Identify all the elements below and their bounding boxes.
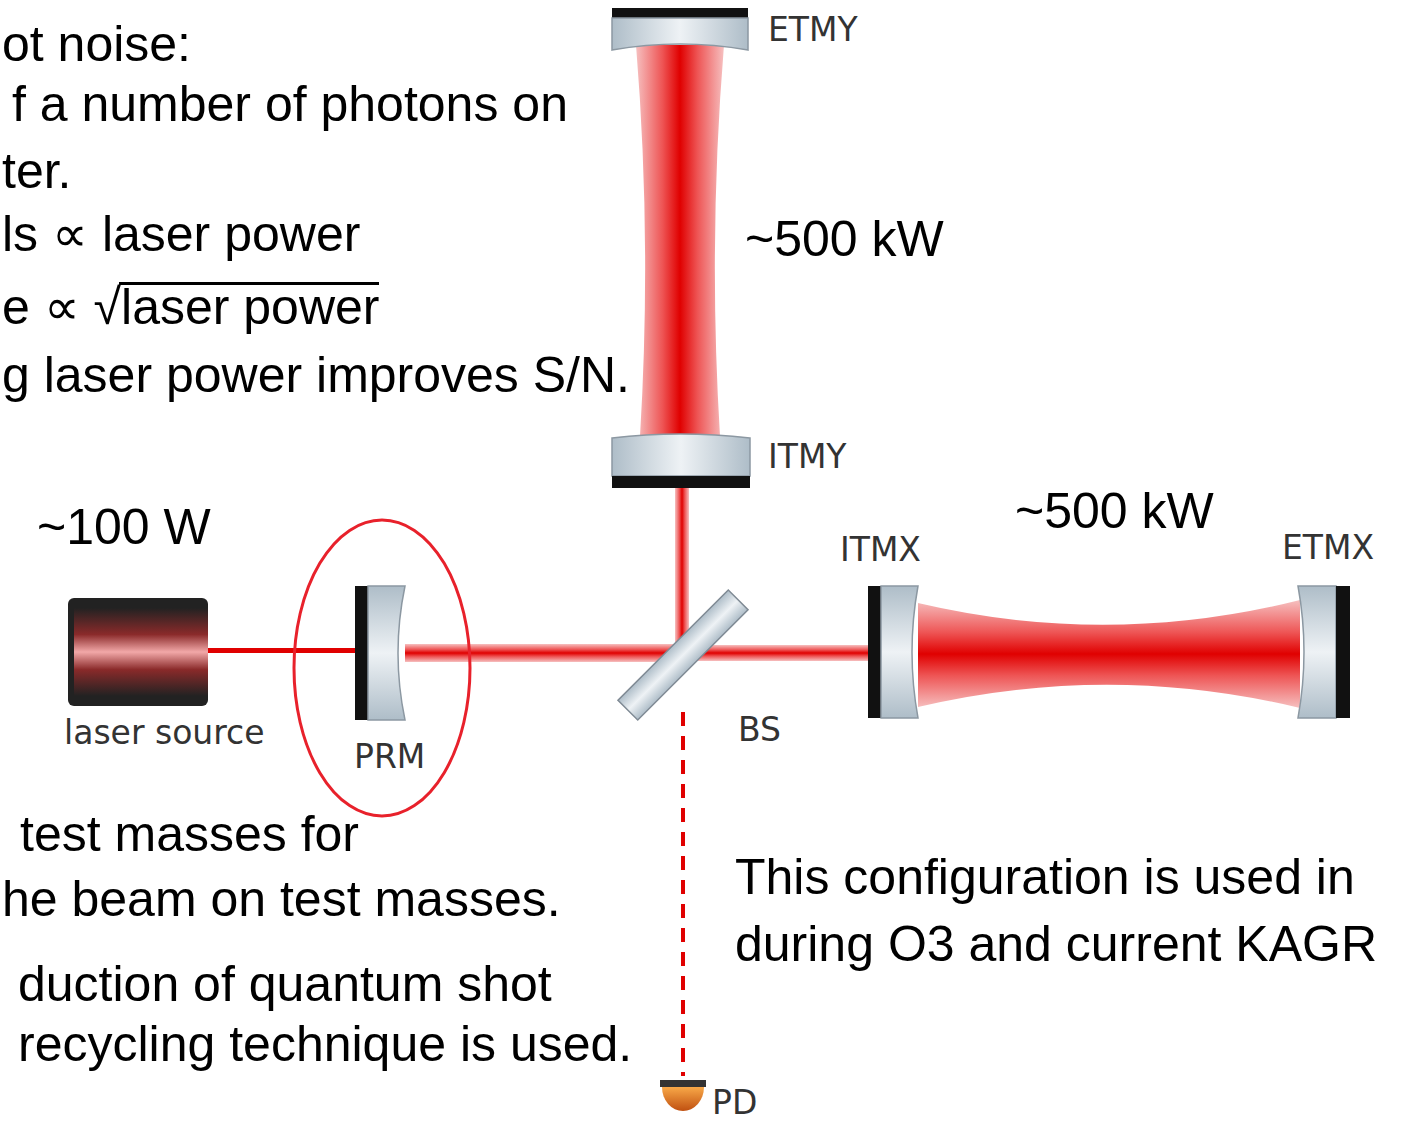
beam	[405, 644, 683, 662]
mirror-coating	[868, 586, 881, 718]
sqrt-vinculum	[119, 282, 379, 285]
beam-splitter	[618, 590, 748, 720]
highlight-ellipse	[294, 520, 470, 816]
mirror-label: ITMX	[840, 531, 921, 569]
slide-text: This configuration is used in	[735, 849, 1355, 907]
mirror	[368, 586, 405, 720]
laser-core	[74, 608, 208, 696]
mirror-label: ITMY	[768, 438, 847, 476]
slide-text: recycling technique is used.	[18, 1016, 632, 1074]
slide-text: he beam on test masses.	[2, 871, 561, 929]
slide-text: ter.	[2, 143, 71, 201]
slide-text: e ∝ √laser power	[2, 279, 379, 337]
slide-text: ot noise:	[2, 16, 191, 74]
power-label: ~500 kW	[745, 211, 944, 269]
mirror-coating	[612, 8, 748, 18]
mirror-coating	[1336, 586, 1350, 718]
mirror-label: ETMY	[768, 11, 858, 49]
power-label: ~500 kW	[1015, 483, 1214, 541]
beam	[675, 488, 689, 655]
power-label: ~100 W	[37, 499, 211, 557]
slide-text: f a number of photons on	[12, 76, 568, 134]
slide-text: during O3 and current KAGR	[735, 916, 1377, 974]
component-label: laser source	[64, 714, 265, 752]
arm-beam	[636, 45, 724, 436]
slide-text: test masses for	[20, 806, 359, 864]
mirror	[612, 18, 748, 50]
component-label: BS	[738, 711, 781, 749]
slide-text: ls ∝ laser power	[2, 206, 360, 264]
output-beam	[681, 712, 685, 1076]
mirror-label: PRM	[354, 738, 425, 776]
photodiode-base	[660, 1080, 706, 1087]
mirror-label: ETMX	[1282, 529, 1374, 567]
mirror-coating	[612, 476, 750, 488]
photodiode	[662, 1087, 704, 1111]
slide-text: duction of quantum shot	[18, 956, 552, 1014]
mirror	[881, 586, 918, 718]
component-label: PD	[712, 1084, 757, 1122]
mirror	[1298, 586, 1336, 718]
beam	[208, 648, 356, 653]
mirror-coating	[355, 586, 368, 720]
arm-beam	[918, 600, 1300, 708]
laser-body	[68, 598, 208, 706]
slide-text: g laser power improves S/N.	[2, 347, 630, 405]
mirror	[612, 434, 750, 476]
beam-splitter-body	[618, 590, 748, 720]
